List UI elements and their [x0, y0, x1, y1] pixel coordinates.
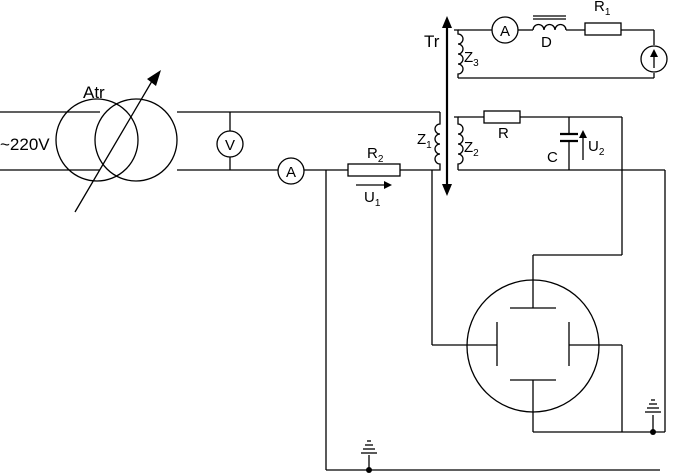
secondary-wires	[458, 116, 666, 432]
resistor-r1	[584, 22, 622, 36]
u1-arrow	[356, 181, 392, 189]
coil-z3-label: Z3	[464, 49, 479, 69]
primary-ammeter-label: A	[286, 164, 296, 181]
coil-z3	[454, 29, 464, 78]
resistor-r1-label: R1	[594, 0, 611, 18]
primary-wires	[177, 111, 660, 471]
autotransformer-label: Atr	[83, 83, 105, 102]
source-input-lines	[0, 111, 100, 171]
voltmeter	[216, 130, 244, 158]
resistor-r2-label: R2	[367, 145, 384, 165]
voltmeter-label: V	[225, 137, 235, 154]
primary-ammeter	[277, 157, 305, 185]
transformer-label: Tr	[424, 32, 440, 51]
secondary-ammeter	[491, 16, 519, 44]
coil-z2-label: Z2	[464, 139, 479, 159]
coil-z1	[432, 112, 441, 171]
resistor-r2	[347, 163, 401, 177]
resistor-r	[483, 110, 521, 124]
capacitor-label: C	[547, 149, 558, 166]
coil-z1-label: Z1	[417, 131, 432, 151]
oscilloscope-tube	[466, 279, 665, 433]
junction-dots	[366, 429, 656, 473]
choke-label: D	[541, 34, 552, 51]
u2-arrow	[579, 130, 587, 160]
coil-z2	[454, 116, 464, 170]
capacitor-c	[560, 132, 578, 143]
current-source	[640, 45, 668, 73]
ground-bottom	[361, 440, 377, 470]
choke-d	[532, 15, 567, 31]
transformer-core	[442, 16, 452, 196]
ground-right	[645, 399, 661, 432]
secondary-ammeter-label: A	[500, 23, 510, 40]
source-label: ~220V	[0, 135, 50, 154]
u2-label: U2	[588, 138, 605, 158]
autotransformer-symbol	[55, 70, 178, 213]
upper-circuit-wires	[458, 29, 655, 79]
resistor-r-label: R	[498, 125, 509, 142]
u1-label: U1	[364, 189, 381, 209]
